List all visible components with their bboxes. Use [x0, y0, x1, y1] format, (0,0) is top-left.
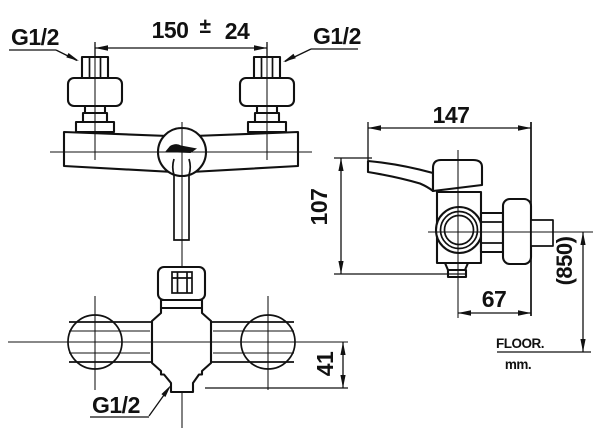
dim-150-tol: 24	[225, 18, 250, 44]
g12-top-left-callout: G1/2	[9, 24, 79, 62]
dim-150-right-arrow	[254, 45, 267, 51]
dim-147-label: 147	[433, 102, 470, 128]
dim-67-group: 67	[458, 286, 531, 316]
dim-150-pm: ±	[199, 15, 211, 38]
dim-107-label: 107	[306, 189, 332, 226]
g12-top-right-label: G1/2	[313, 23, 361, 49]
top-body	[150, 306, 213, 394]
dim-150-group: 150 ± 24	[94, 15, 268, 58]
top-view: 41 G1/2	[8, 265, 348, 418]
g12-top-left-arrow	[66, 53, 79, 61]
dim-67-label: 67	[482, 286, 507, 312]
dim-107-group: 107	[306, 157, 466, 275]
side-view: 147 107	[306, 102, 593, 372]
dim-41-label: 41	[312, 351, 338, 376]
dim-150-left-arrow	[95, 45, 108, 51]
unit-label: mm.	[505, 357, 531, 372]
dim-150-value: 150	[152, 17, 189, 43]
dim-147-group: 147	[367, 102, 531, 160]
floor-group: FLOOR. mm.	[496, 336, 591, 372]
dim-850-group: (850)	[552, 232, 586, 352]
front-lever-pivot	[165, 144, 197, 153]
floor-label: FLOOR.	[496, 336, 544, 351]
g12-bottom-arrow	[161, 385, 171, 397]
g12-top-right-arrow	[283, 53, 296, 62]
side-lever	[366, 159, 435, 193]
g12-top-right-callout: G1/2	[283, 23, 361, 63]
side-wall-stub	[530, 219, 554, 247]
g12-bottom-callout: G1/2	[90, 385, 171, 418]
dim-41-group: 41	[205, 342, 348, 389]
front-view: 150 ± 24 G1/2 G1/2	[9, 15, 361, 428]
g12-top-left-label: G1/2	[11, 24, 59, 50]
dim-850-label: (850)	[552, 236, 577, 285]
g12-bottom-label: G1/2	[92, 392, 140, 418]
